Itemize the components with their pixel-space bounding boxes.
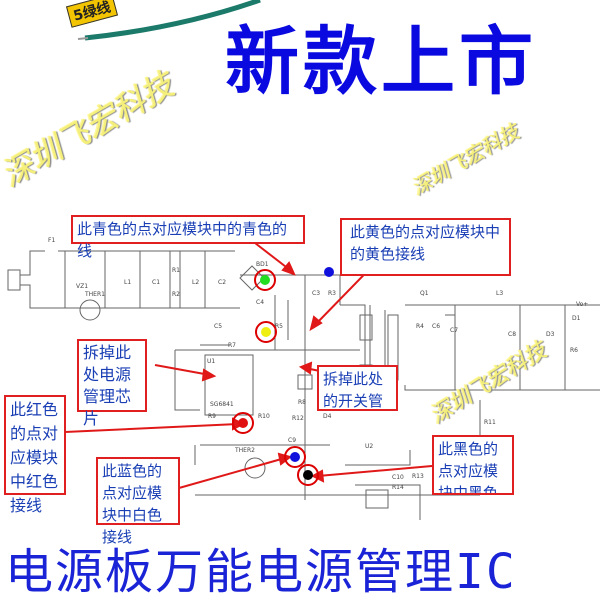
component-label: R10: [258, 413, 270, 420]
component-label: C7: [450, 327, 458, 334]
component-label: C5: [214, 323, 222, 330]
component-label: R7: [228, 342, 236, 349]
red-point: [238, 418, 248, 428]
component-label: D1: [572, 315, 581, 322]
component-label: C6: [432, 323, 440, 330]
component-label: R6: [570, 347, 578, 354]
component-label: R2: [172, 291, 180, 298]
annotation-yellow: 此黄色的点对应模块中的黄色接线: [340, 218, 511, 276]
component-label: U1: [207, 358, 215, 365]
circuit-diagram: F1 VZ1 THER1 L1 C1 R1 R2 L2 C2 BD1 C4 C5…: [7, 237, 600, 520]
component-label: R13: [412, 473, 424, 480]
watermark: 深圳飞宏科技: [0, 65, 181, 195]
component-label: R11: [484, 419, 496, 426]
blue-point: [290, 452, 300, 462]
annotation-blue: 此蓝色的点对应模块中白色接线: [96, 457, 180, 546]
component-label: THER2: [234, 447, 255, 454]
yellow-point: [261, 327, 271, 337]
watermark: 深圳飞宏科技: [407, 119, 524, 201]
page-title: 新款上市: [225, 19, 537, 105]
highlight-ring: [232, 412, 254, 434]
arrow: [64, 423, 239, 433]
highlight-ring: [284, 446, 306, 468]
blue-point: [324, 267, 334, 277]
highlight-ring: [255, 321, 277, 343]
black-point: [303, 470, 313, 480]
highlight-ring: [297, 464, 319, 486]
arrow: [254, 242, 291, 271]
annotation-cyan: 此青色的点对应模块中的青色的线: [71, 215, 305, 260]
component-label: L1: [124, 279, 131, 286]
component-label: F1: [48, 237, 55, 244]
component-label: R14: [392, 484, 404, 491]
annotation-switch: 拆掉此处的开关管: [317, 365, 398, 411]
footer-title: 电源板万能电源管理IC: [5, 544, 517, 600]
cable-image: [77, 0, 261, 41]
component-label: R9: [208, 413, 216, 420]
component-label: R8: [298, 399, 306, 406]
component-label: C3: [312, 290, 320, 297]
component-label: C8: [508, 331, 516, 338]
component-label: BD1: [256, 261, 269, 268]
component-label: THER1: [84, 291, 105, 298]
component-label: C9: [288, 437, 296, 444]
component-label: SG6841: [210, 401, 234, 408]
component-label: C4: [256, 299, 264, 306]
annotation-red: 此红色的点对应模块中红色接线: [4, 395, 66, 515]
component-label: D4: [323, 413, 332, 420]
component-label: Q1: [420, 290, 429, 297]
component-label: R4: [416, 323, 424, 330]
component-label: Vo+: [576, 301, 588, 308]
component-label: R12: [292, 415, 304, 422]
component-label: L2: [192, 279, 199, 286]
component-label: D3: [546, 331, 555, 338]
component-label: L3: [496, 290, 503, 297]
component-label: R1: [172, 267, 180, 274]
component-label: U2: [365, 443, 373, 450]
arrow: [317, 465, 433, 477]
component-label: C2: [218, 279, 226, 286]
component-label: R3: [328, 290, 336, 297]
cyan-point: [260, 275, 270, 285]
component-label: R5: [275, 323, 283, 330]
arrow: [154, 364, 211, 376]
component-label: C1: [152, 279, 160, 286]
annotation-black: 此黑色的点对应模块中黑色的接线: [432, 435, 514, 495]
arrow: [178, 457, 286, 489]
component-label: VZ1: [76, 283, 88, 290]
highlight-ring: [254, 269, 276, 291]
annotation-chip: 拆掉此处电源管理芯片: [77, 339, 147, 428]
component-label: C10: [392, 474, 404, 481]
